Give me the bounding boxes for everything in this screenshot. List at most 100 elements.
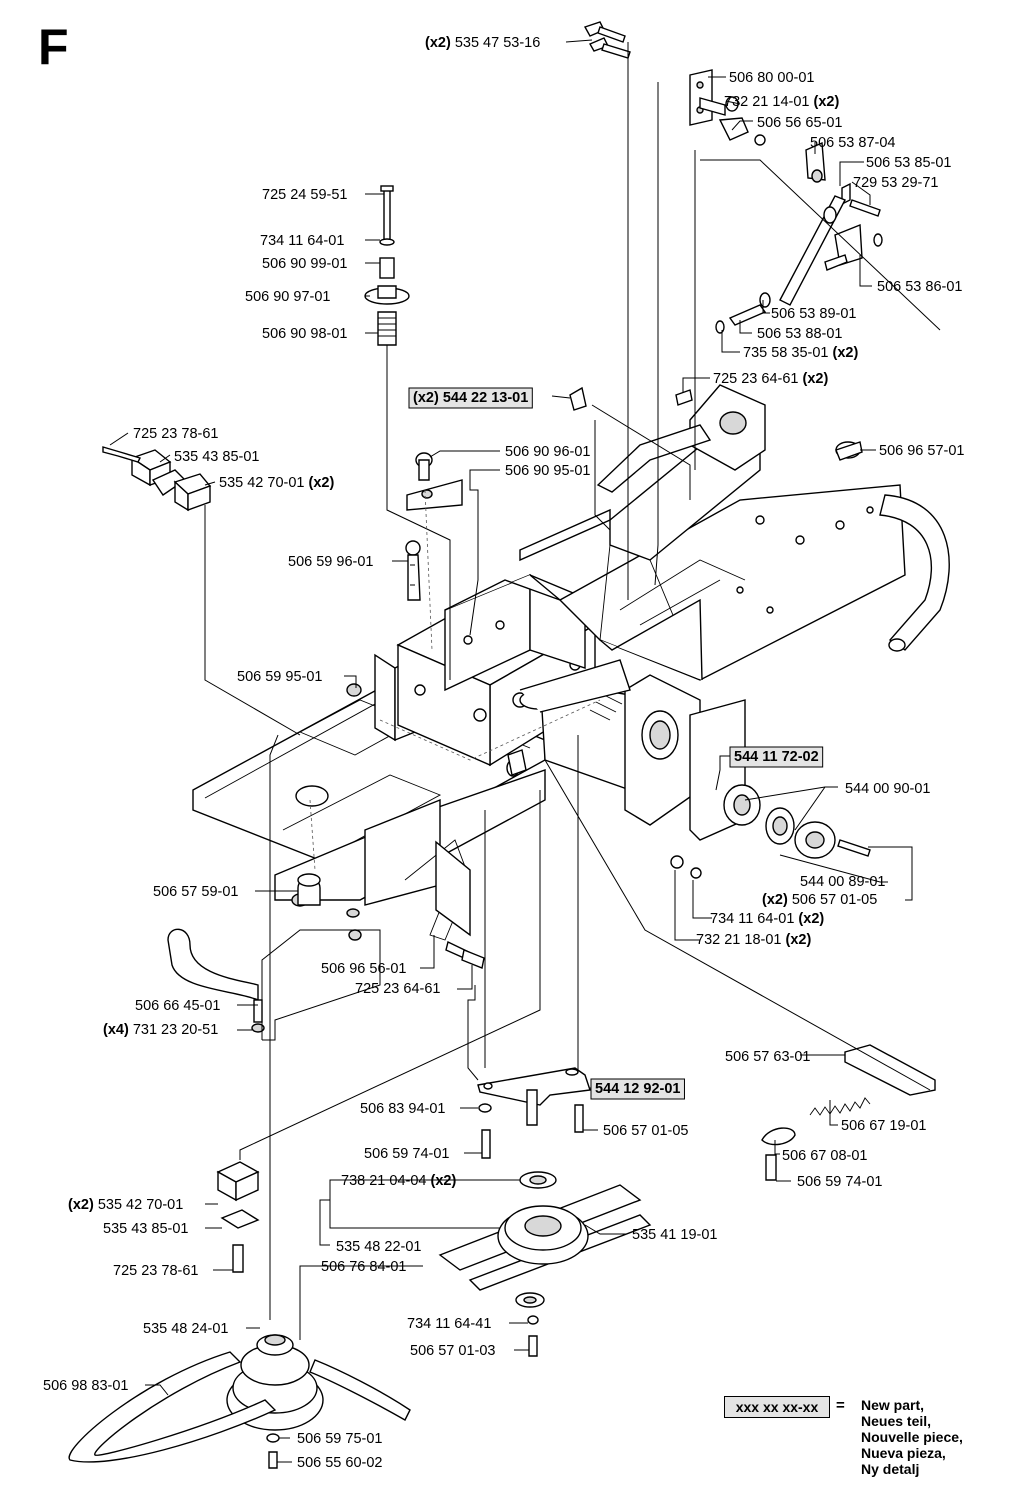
legend-line: New part, [861,1397,925,1413]
part-number-text: 506 57 63-01 [725,1049,810,1065]
part-number: 506 53 88-01 [757,326,842,342]
part-label: 735 58 35-01 (x2) [743,345,858,361]
legend-text: New part, Neues teil, Nouvelle piece, Nu… [861,1397,963,1477]
part-number: 506 59 75-01 [297,1431,382,1447]
part-number: 506 90 96-01 [505,444,590,460]
part-number-text: 738 21 04-04 (x2) [341,1173,456,1189]
leader-lines [109,39,941,1463]
part-number-text: 535 48 24-01 [143,1321,228,1337]
chassis-frame-drawing [192,384,950,941]
part-label: 506 90 99-01 [262,256,347,272]
part-number-text: 725 23 64-61 (x2) [713,371,828,387]
part-number: 544 11 72-02 [734,749,819,765]
part-number-text: 725 24 59-51 [262,187,347,203]
part-label: 506 80 00-01 [729,70,814,86]
part-quantity: (x2) [413,390,439,406]
part-label: 506 90 98-01 [262,326,347,342]
part-label: 738 21 04-04 (x2) [341,1173,456,1189]
part-number-text: 535 43 85-01 [174,449,259,465]
part-number-text: 734 11 64-41 [407,1316,491,1332]
part-label: 506 55 60-02 [297,1455,382,1471]
part-number-text: (x4) 731 23 20-51 [103,1022,218,1038]
part-number-text: (x2) 535 42 70-01 [68,1197,183,1213]
part-quantity: (x2) [803,371,829,387]
legend-line: Nueva pieza, [861,1445,946,1461]
part-quantity: (x2) [425,35,451,51]
part-number-text: 535 42 70-01 (x2) [219,475,334,491]
part-label: 544 00 89-01 [800,874,885,890]
part-label: 729 53 29-71 [853,175,938,191]
part-label: 506 67 19-01 [841,1118,926,1134]
part-number: 506 57 01-05 [788,892,878,908]
part-quantity: (x2) [309,475,335,491]
part-label: 506 59 74-01 [797,1174,882,1190]
part-number-text: 535 43 85-01 [103,1221,188,1237]
new-part-box [729,746,824,768]
part-label: (x2) 535 47 53-16 [425,35,540,51]
part-number-text: 506 59 95-01 [237,669,322,685]
part-number-text: 544 00 90-01 [845,781,930,797]
legend-equals: = [836,1397,845,1414]
part-number: 506 67 19-01 [841,1118,926,1134]
part-number: 506 96 57-01 [879,443,964,459]
part-label: 506 53 89-01 [771,306,856,322]
part-number-text: 732 21 18-01 (x2) [696,932,811,948]
part-number: 506 56 65-01 [757,115,842,131]
part-number-text: 506 76 84-01 [321,1259,406,1275]
part-number: 535 48 24-01 [143,1321,228,1337]
part-number: 535 42 70-01 [94,1197,184,1213]
part-number-text: 506 90 95-01 [505,463,590,479]
part-number: 506 55 60-02 [297,1455,382,1471]
part-label: 506 83 94-01 [360,1101,445,1117]
part-number-text: 506 98 83-01 [43,1378,128,1394]
new-part-label: (x2) 544 22 13-01 [408,387,533,409]
part-number-text: 506 59 75-01 [297,1431,382,1447]
part-label: 535 43 85-01 [174,449,259,465]
part-number: 506 90 99-01 [262,256,347,272]
part-quantity: (x2) [431,1173,457,1189]
part-number: 544 12 92-01 [595,1081,680,1097]
part-label: (x2) 535 42 70-01 [68,1197,183,1213]
part-number: 535 47 53-16 [451,35,541,51]
part-number: 734 11 64-01 [710,911,798,927]
part-label: 506 66 45-01 [135,998,220,1014]
part-number: 506 67 08-01 [782,1148,867,1164]
part-number-text: 506 57 01-03 [410,1343,495,1359]
part-quantity: (x4) [103,1022,129,1038]
part-number-text: 506 53 89-01 [771,306,856,322]
part-label: 506 90 97-01 [245,289,330,305]
part-label: 506 56 65-01 [757,115,842,131]
new-part-box [408,387,533,409]
pedal-linkage-drawing [519,21,883,562]
part-number: 506 83 94-01 [360,1101,445,1117]
part-number-text: 729 53 29-71 [853,175,938,191]
part-number-text: 506 90 97-01 [245,289,330,305]
part-label: 535 42 70-01 (x2) [219,475,334,491]
part-number: 544 00 89-01 [800,874,885,890]
part-number-text: 506 96 57-01 [879,443,964,459]
part-number-text: 725 23 78-61 [113,1263,198,1279]
part-number: 506 57 59-01 [153,884,238,900]
legend-line: Ny detalj [861,1461,920,1477]
part-number-text: 506 96 56-01 [321,961,406,977]
part-number-text: 506 53 87-04 [810,135,895,151]
part-number-text: 544 11 72-02 [734,749,819,765]
part-number-text: 506 55 60-02 [297,1455,382,1471]
part-number-text: 535 41 19-01 [632,1227,717,1243]
part-label: 535 48 22-01 [336,1239,421,1255]
part-label: 506 57 01-05 [603,1123,688,1139]
part-number-text: 734 11 64-01 (x2) [710,911,824,927]
part-number: 535 48 22-01 [336,1239,421,1255]
part-number-text: 735 58 35-01 (x2) [743,345,858,361]
part-number: 738 21 04-04 [341,1173,431,1189]
part-number-text: 506 59 74-01 [364,1146,449,1162]
part-number-text: 506 53 85-01 [866,155,951,171]
new-part-label: 544 11 72-02 [729,746,824,768]
part-number: 725 23 64-61 [355,981,440,997]
part-number: 544 22 13-01 [439,390,529,406]
part-label: 506 59 75-01 [297,1431,382,1447]
part-number: 729 53 29-71 [853,175,938,191]
part-label: 506 90 95-01 [505,463,590,479]
part-label: 506 90 96-01 [505,444,590,460]
part-quantity: (x2) [814,94,840,110]
